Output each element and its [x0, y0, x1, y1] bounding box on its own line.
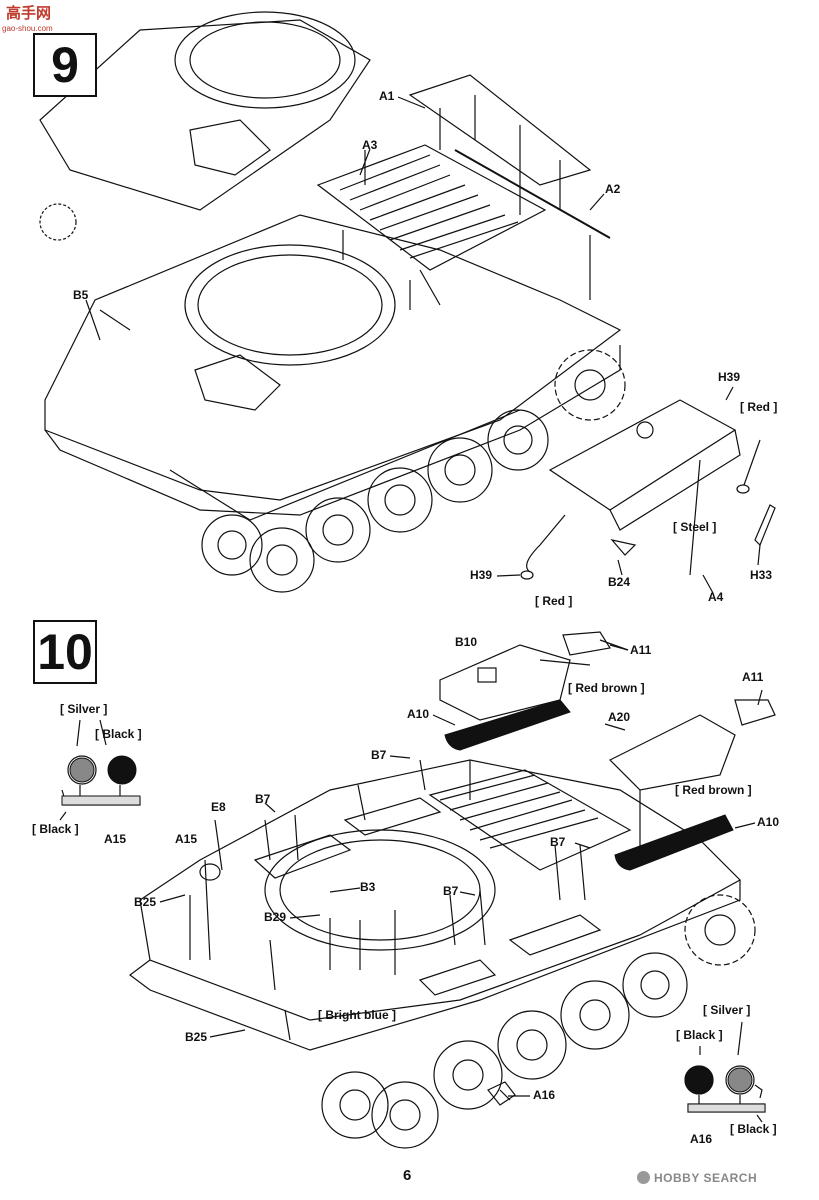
part-label-a2: A2: [605, 182, 621, 196]
part-label-h39-top: H39: [718, 370, 741, 384]
part-label-a10-a: A10: [407, 707, 430, 721]
part-label-a1: A1: [379, 89, 395, 103]
part-label-b3: B3: [360, 880, 376, 894]
part-label-b25-a: B25: [134, 895, 157, 909]
step-9-number: 9: [33, 33, 97, 97]
hobby-search-logo-icon: [637, 1171, 650, 1184]
part-label-a16: A16: [533, 1088, 556, 1102]
color-label-red-bottom: [ Red ]: [535, 594, 573, 608]
part-label-b24: B24: [608, 575, 631, 589]
part-label-a15: A15: [175, 832, 198, 846]
step-10-number: 10: [33, 620, 97, 684]
part-label-a11-b: A11: [742, 670, 764, 684]
part-label-a16-inset: A16: [690, 1132, 713, 1146]
color-label-black-left-top: [ Black ]: [95, 727, 142, 741]
color-label-black-right-bottom: [ Black ]: [730, 1122, 777, 1136]
watermark-site: 高手网: [6, 5, 52, 22]
part-label-a10-b: A10: [757, 815, 780, 829]
part-label-b7-b: B7: [255, 792, 271, 806]
color-label-steel: [ Steel ]: [673, 520, 717, 534]
part-label-b7-a: B7: [371, 748, 387, 762]
part-label-b25-b: B25: [185, 1030, 208, 1044]
color-label-black-right-top: [ Black ]: [676, 1028, 723, 1042]
color-label-silver-left: [ Silver ]: [60, 702, 108, 716]
part-label-h39-bottom: H39: [470, 568, 493, 582]
color-label-red-brown-b: [ Red brown ]: [675, 783, 752, 797]
part-label-b5: B5: [73, 288, 89, 302]
part-label-a3: A3: [362, 138, 378, 152]
part-label-b7-c: B7: [550, 835, 566, 849]
watermark-logo: 高手网 gao-shou.com: [2, 2, 72, 36]
watermark-url: gao-shou.com: [2, 24, 53, 33]
part-label-b29: B29: [264, 910, 287, 924]
part-label-b10: B10: [455, 635, 478, 649]
part-label-h33: H33: [750, 568, 773, 582]
part-label-a4: A4: [708, 590, 724, 604]
part-label-e8: E8: [211, 800, 226, 814]
part-label-a11-a: A11: [630, 643, 652, 657]
part-label-b7-d: B7: [443, 884, 459, 898]
part-label-a15-inset: A15: [104, 832, 127, 846]
source-watermark: HOBBY SEARCH: [654, 1171, 758, 1185]
page-number: 6: [403, 1167, 412, 1184]
color-label-red-brown-a: [ Red brown ]: [568, 681, 645, 695]
color-label-black-left-bottom: [ Black ]: [32, 822, 79, 836]
part-label-a20: A20: [608, 710, 631, 724]
color-label-bright-blue: [ Bright blue ]: [318, 1008, 396, 1022]
color-label-red-top: [ Red ]: [740, 400, 778, 414]
color-label-silver-right: [ Silver ]: [703, 1003, 751, 1017]
